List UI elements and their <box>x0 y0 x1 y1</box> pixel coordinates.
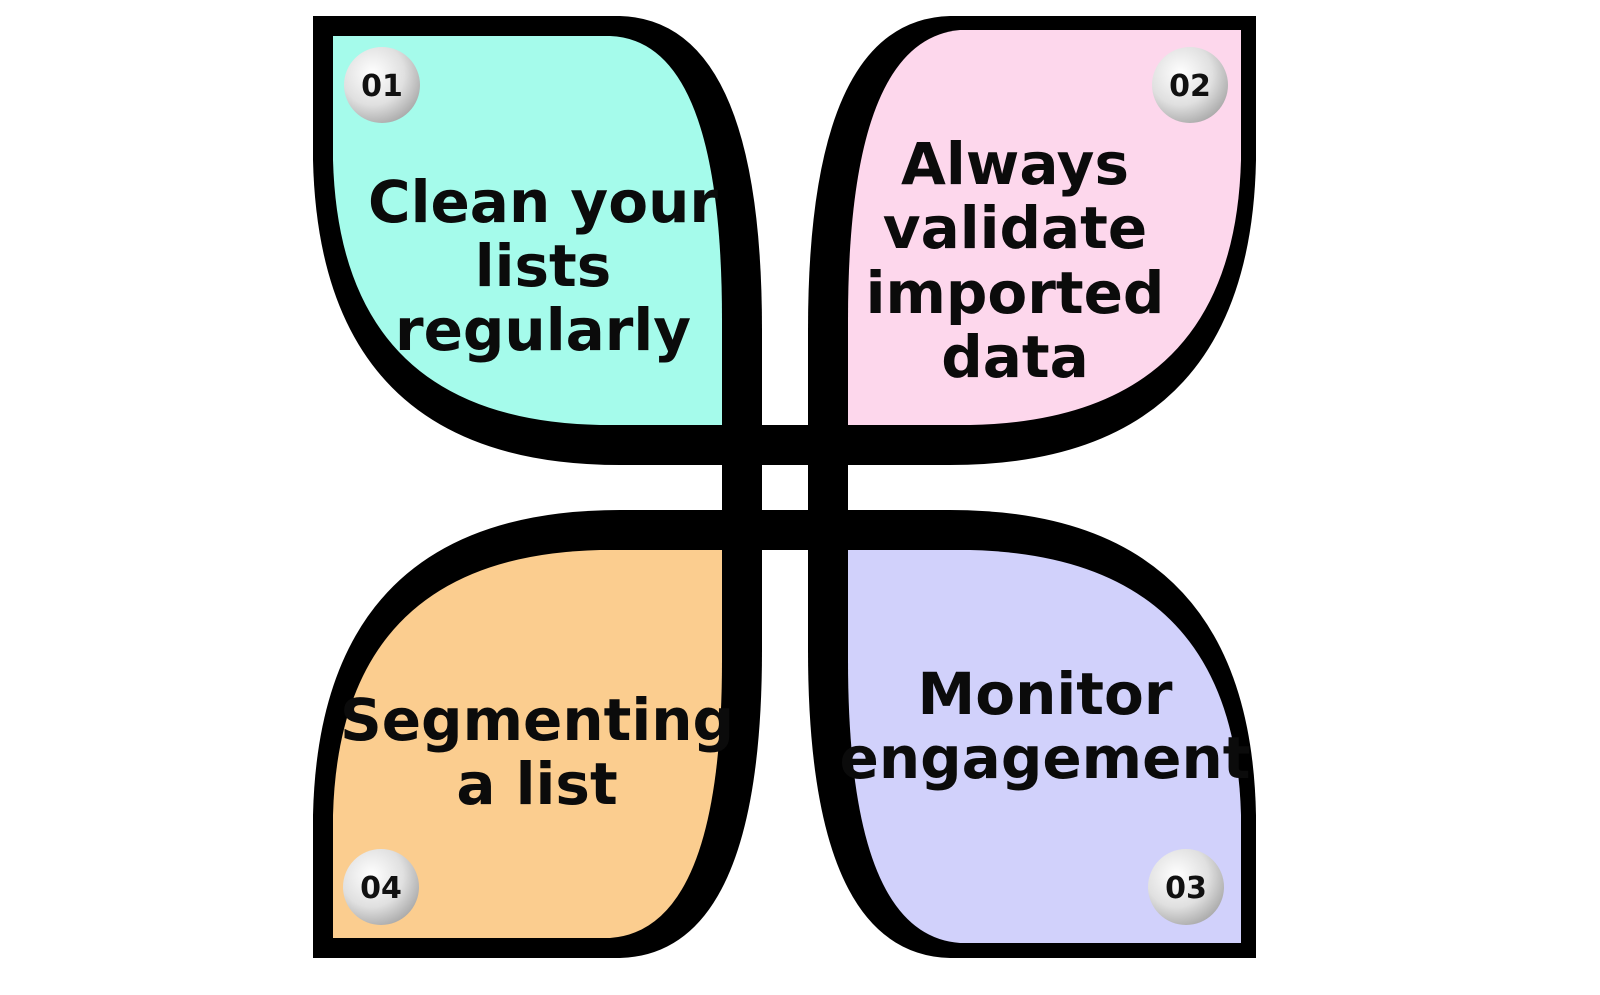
badge-02 <box>1152 47 1228 123</box>
petal-01-fill <box>333 36 722 425</box>
petal-03-line-1: Monitor <box>918 660 1173 728</box>
petal-02-line-2: validate <box>883 194 1147 262</box>
petal-03-fill <box>848 550 1241 943</box>
badge-01 <box>344 47 420 123</box>
petal-01-line-3: regularly <box>395 296 691 364</box>
petal-04: 04 Segmenting a list <box>313 510 762 958</box>
petal-01-line-2: lists <box>475 232 612 300</box>
petal-02-fill <box>848 30 1241 425</box>
petal-02-line-4: data <box>941 323 1089 391</box>
petal-02: 02 Always validate imported data <box>808 16 1256 465</box>
petal-04-fill <box>333 550 722 938</box>
petal-04-line-2: a list <box>456 750 617 818</box>
badge-04-number: 04 <box>360 871 402 906</box>
badge-03-number: 03 <box>1165 871 1207 906</box>
badge-01-number: 01 <box>361 69 403 104</box>
petal-01: 01 Clean your lists regularly <box>313 16 762 465</box>
petal-01-line-1: Clean your <box>368 168 718 236</box>
petal-03: 03 Monitor engagement <box>808 510 1256 958</box>
petal-03-line-2: engagement <box>840 724 1251 792</box>
petal-04-line-1: Segmenting <box>340 686 734 754</box>
badge-04 <box>343 849 419 925</box>
petal-02-line-3: imported <box>866 259 1165 327</box>
petal-02-line-1: Always <box>901 130 1129 198</box>
badge-02-number: 02 <box>1169 69 1211 104</box>
badge-03 <box>1148 849 1224 925</box>
